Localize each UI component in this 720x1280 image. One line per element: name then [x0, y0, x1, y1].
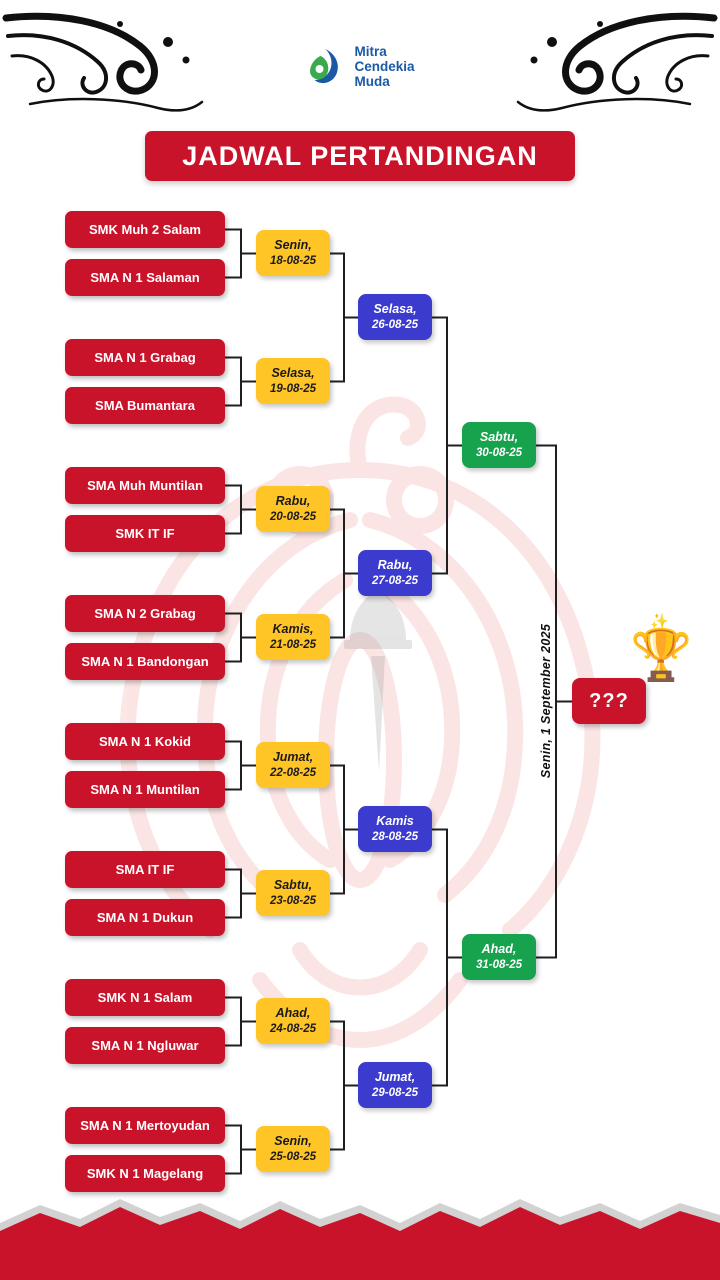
match-date: 29-08-25	[371, 1086, 419, 1099]
match-date: 28-08-25	[371, 830, 419, 843]
team-box: SMA IT IF	[65, 851, 225, 888]
team-box: SMA N 1 Grabag	[65, 339, 225, 376]
match-day: Kamis,	[272, 622, 314, 637]
match-date-badge: Selasa, 19-08-25	[256, 358, 330, 404]
faded-crest-watermark	[344, 588, 412, 772]
match-date-badge: Kamis, 21-08-25	[256, 614, 330, 660]
quarterfinal-date-badge: Jumat, 29-08-25	[358, 1062, 432, 1108]
title-banner: JADWAL PERTANDINGAN	[145, 131, 575, 181]
team-box: SMA Bumantara	[65, 387, 225, 424]
torn-paper-edge	[0, 1199, 720, 1280]
semifinal-date-badge: Ahad, 31-08-25	[462, 934, 536, 980]
match-day: Senin,	[274, 1134, 312, 1149]
team-box: SMA Muh Muntilan	[65, 467, 225, 504]
match-day: Ahad,	[481, 942, 517, 957]
match-day: Rabu,	[377, 558, 413, 573]
match-date: 25-08-25	[269, 1150, 317, 1163]
corner-flourish-right-icon	[516, 12, 718, 112]
match-date: 22-08-25	[269, 766, 317, 779]
corner-flourish-left-icon	[2, 12, 204, 112]
team-box: SMK N 1 Magelang	[65, 1155, 225, 1192]
match-date-badge: Senin, 18-08-25	[256, 230, 330, 276]
quarterfinal-date-badge: Kamis 28-08-25	[358, 806, 432, 852]
team-box: SMK N 1 Salam	[65, 979, 225, 1016]
match-day: Rabu,	[275, 494, 311, 509]
match-day: Kamis	[376, 814, 414, 829]
match-date-badge: Ahad, 24-08-25	[256, 998, 330, 1044]
team-box: SMA N 1 Muntilan	[65, 771, 225, 808]
final-winner-box: ???	[572, 678, 646, 724]
match-date: 20-08-25	[269, 510, 317, 523]
match-day: Jumat,	[374, 1070, 416, 1085]
logo-drop-icon	[310, 48, 338, 83]
quarterfinal-date-badge: Rabu, 27-08-25	[358, 550, 432, 596]
match-day: Jumat,	[272, 750, 314, 765]
team-box: SMA N 1 Bandongan	[65, 643, 225, 680]
sparkles-icon: ✨	[650, 613, 669, 630]
page-title: JADWAL PERTANDINGAN	[182, 140, 538, 171]
match-date-badge: Jumat, 22-08-25	[256, 742, 330, 788]
match-date: 31-08-25	[475, 958, 523, 971]
logo: Mitra Cendekia Muda	[305, 44, 415, 89]
team-box: SMK Muh 2 Salam	[65, 211, 225, 248]
team-box: SMK IT IF	[65, 515, 225, 552]
match-date-badge: Sabtu, 23-08-25	[256, 870, 330, 916]
match-day: Selasa,	[373, 302, 417, 317]
logo-line-3: Muda	[354, 74, 390, 90]
match-date: 23-08-25	[269, 894, 317, 907]
logo-line-1: Mitra	[354, 44, 387, 59]
team-box: SMA N 1 Kokid	[65, 723, 225, 760]
team-box: SMA N 1 Mertoyudan	[65, 1107, 225, 1144]
match-date: 18-08-25	[269, 254, 317, 267]
semifinal-date-badge: Sabtu, 30-08-25	[462, 422, 536, 468]
logo-line-2: Cendekia	[354, 59, 415, 75]
quarterfinal-date-badge: Selasa, 26-08-25	[358, 294, 432, 340]
logo-wordmark: Mitra Cendekia Muda	[354, 44, 414, 89]
match-date-badge: Rabu, 20-08-25	[256, 486, 330, 532]
final-date-vertical: Senin, 1 September 2025	[539, 623, 553, 779]
team-box: SMA N 1 Salaman	[65, 259, 225, 296]
match-date: 19-08-25	[269, 382, 317, 395]
match-date: 21-08-25	[269, 638, 317, 651]
team-box: SMA N 1 Ngluwar	[65, 1027, 225, 1064]
match-date: 24-08-25	[269, 1022, 317, 1035]
match-date: 30-08-25	[475, 446, 523, 459]
match-date: 26-08-25	[371, 318, 419, 331]
match-date: 27-08-25	[371, 574, 419, 587]
team-box: SMA N 2 Grabag	[65, 595, 225, 632]
match-day: Sabtu,	[273, 878, 313, 893]
match-day: Ahad,	[275, 1006, 311, 1021]
match-day: Selasa,	[271, 366, 315, 381]
match-day: Sabtu,	[479, 430, 519, 445]
match-date-badge: Senin, 25-08-25	[256, 1126, 330, 1172]
trophy-icon: 🏆	[630, 627, 693, 683]
team-box: SMA N 1 Dukun	[65, 899, 225, 936]
match-day: Senin,	[274, 238, 312, 253]
